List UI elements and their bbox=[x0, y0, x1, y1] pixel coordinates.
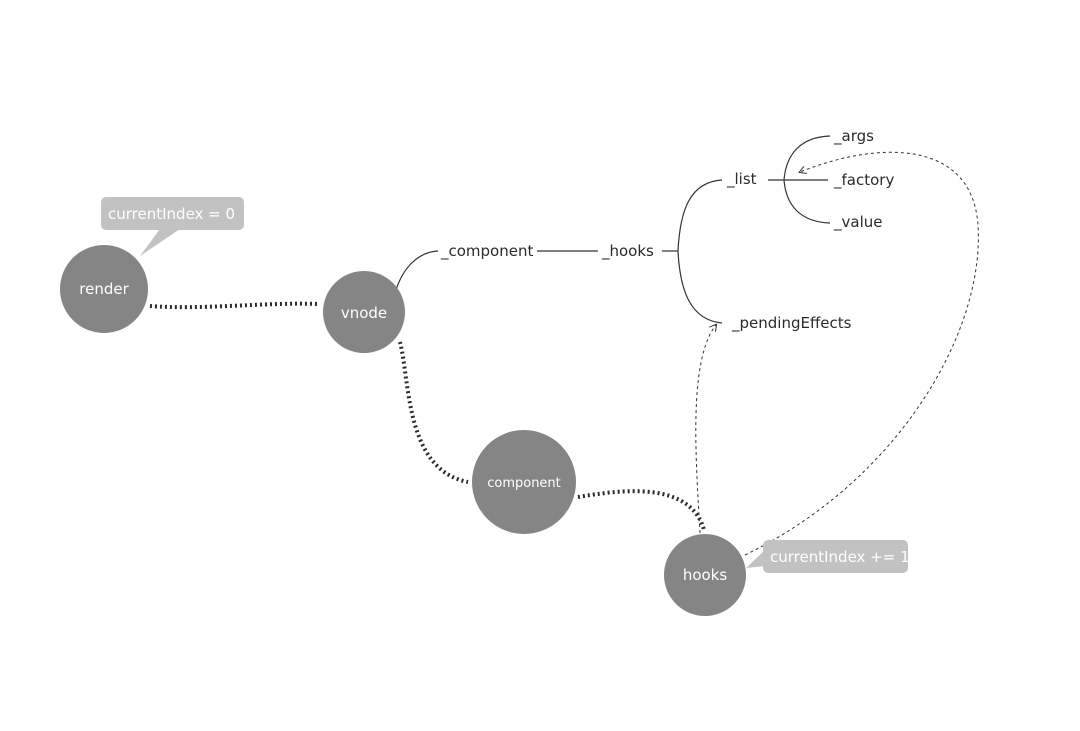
label-list-field: _list bbox=[726, 170, 757, 189]
callout-render: currentIndex = 0 bbox=[101, 197, 244, 256]
branch-list-to-value bbox=[783, 179, 831, 224]
component-node: component bbox=[472, 430, 576, 534]
render-node-label: render bbox=[79, 280, 129, 298]
callout-hooks-text: currentIndex += 1 bbox=[770, 548, 910, 566]
connector-component-hooks bbox=[577, 489, 706, 531]
vnode-node-label: vnode bbox=[341, 304, 387, 322]
label-pendingeffects-field: _pendingEffects bbox=[731, 314, 852, 333]
hooks-node: hooks bbox=[664, 534, 746, 616]
hooks-node-label: hooks bbox=[683, 566, 728, 584]
connector-vnode-component bbox=[398, 341, 469, 484]
branch-hooks-to-pendingeffects bbox=[677, 250, 723, 324]
branch-hooks-to-list bbox=[677, 179, 723, 252]
arrow-hooks-to-list bbox=[744, 151, 979, 556]
connector-render-vnode bbox=[149, 301, 319, 310]
label-hooks-field: _hooks bbox=[601, 242, 654, 261]
label-factory-field: _factory bbox=[833, 171, 894, 190]
label-component-field: _component bbox=[440, 242, 533, 261]
vnode-node: vnode bbox=[323, 271, 405, 353]
component-node-label: component bbox=[487, 476, 561, 491]
callout-hooks: currentIndex += 1 bbox=[746, 540, 910, 573]
callout-render-text: currentIndex = 0 bbox=[108, 205, 235, 223]
render-node: render bbox=[60, 245, 148, 333]
arrow-hooks-to-pendingeffects bbox=[695, 325, 716, 534]
label-value-field: _value bbox=[833, 213, 882, 232]
branch-vnode-component bbox=[395, 250, 439, 291]
label-args-field: _args bbox=[833, 127, 874, 146]
branch-list-to-args bbox=[783, 135, 831, 181]
